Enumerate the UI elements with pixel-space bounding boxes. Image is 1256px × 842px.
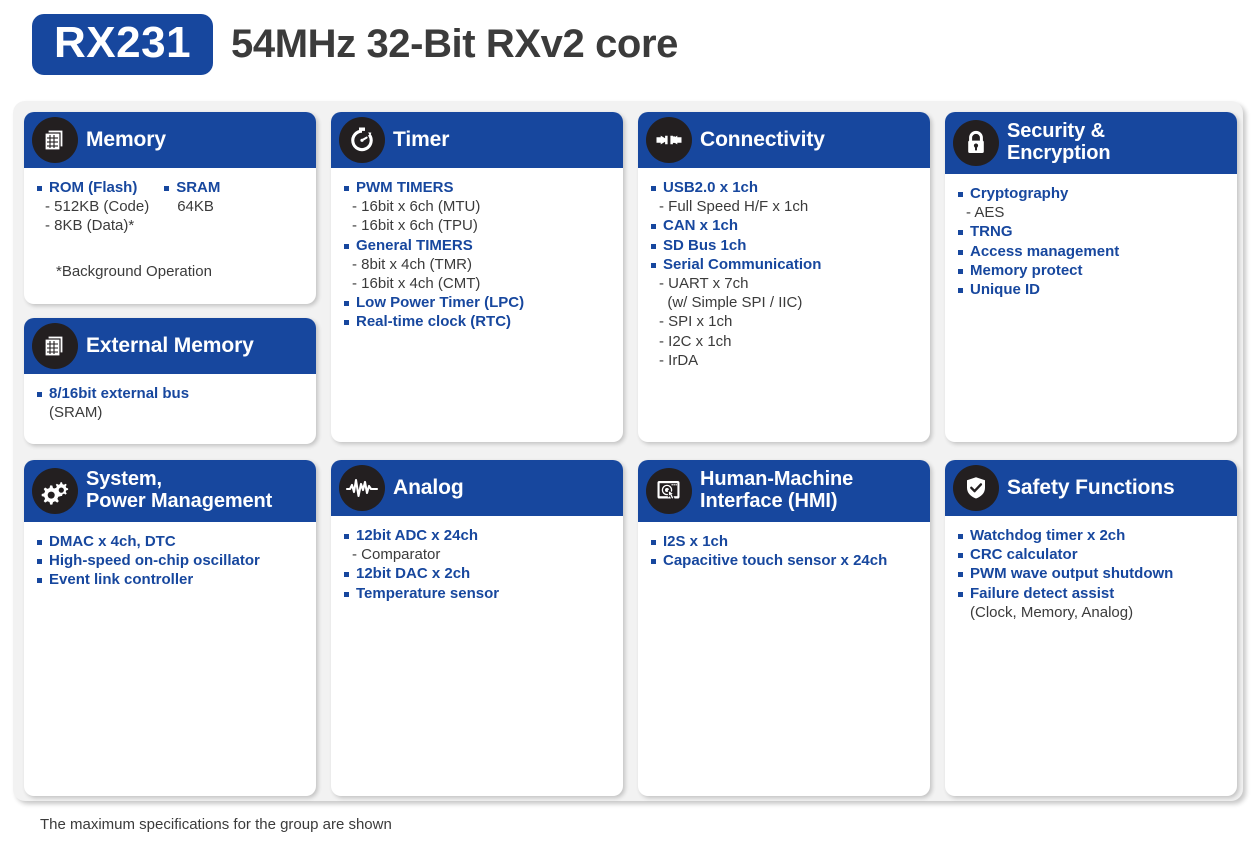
card-header: External Memory [24, 318, 316, 374]
spec-item: High-speed on-chip oscillator [36, 551, 304, 570]
spec-subitem: 64KB [177, 198, 214, 216]
card-body: 12bit ADC x 24ch - Comparator 12bit DAC … [331, 516, 623, 611]
plug-connector-icon [646, 117, 692, 163]
spec-item: PWM wave output shutdown [957, 564, 1225, 583]
touchscreen-hand-icon [646, 468, 692, 514]
memory-footnote: *Background Operation [56, 262, 212, 280]
spec-item: Unique ID [957, 280, 1225, 299]
spec-subitem: (w/ Simple SPI / IIC) [659, 294, 803, 312]
card-body: ROM (Flash) - 512KB (Code) - 8KB (Data)*… [24, 168, 316, 289]
spec-subitem: - Comparator [352, 546, 441, 564]
spec-item: Capacitive touch sensor x 24ch [650, 551, 918, 570]
card-body: PWM TIMERS - 16bit x 6ch (MTU) - 16bit x… [331, 168, 623, 340]
spec-subitem: - 16bit x 6ch (MTU) [352, 198, 481, 216]
card-body: I2S x 1ch Capacitive touch sensor x 24ch [638, 522, 930, 578]
card-title: Human-Machine Interface (HMI) [700, 468, 854, 512]
lock-icon [953, 120, 999, 166]
card-timer[interactable]: Timer PWM TIMERS - 16bit x 6ch (MTU) - 1… [331, 112, 623, 442]
card-title: External Memory [86, 333, 254, 357]
spec-item: Event link controller [36, 570, 304, 589]
card-title: Memory [86, 127, 166, 151]
footer-note: The maximum specifications for the group… [40, 816, 392, 833]
card-header: Security & Encryption [945, 112, 1237, 174]
card-header: Timer [331, 112, 623, 168]
spec-item: Watchdog timer x 2ch [957, 526, 1225, 545]
card-header: System, Power Management [24, 460, 316, 522]
page-title: 54MHz 32-Bit RXv2 core [231, 22, 678, 67]
spec-item: 12bit ADC x 24ch [343, 526, 611, 545]
card-title: Safety Functions [1007, 475, 1175, 499]
spec-item: TRNG [957, 222, 1225, 241]
card-external-memory[interactable]: External Memory 8/16bit external bus (SR… [24, 318, 316, 444]
card-title: System, Power Management [86, 468, 273, 512]
gears-icon [32, 468, 78, 514]
product-name-chip: RX231 [32, 14, 214, 76]
spec-item: CRC calculator [957, 545, 1225, 564]
spec-subitem: - UART x 7ch [659, 274, 749, 292]
spec-subitem: (Clock, Memory, Analog) [970, 603, 1134, 621]
spec-item: PWM TIMERS [343, 178, 611, 197]
card-body: 8/16bit external bus (SRAM) [24, 374, 316, 430]
card-memory[interactable]: Memory ROM (Flash) - 512KB (Code) - 8KB … [24, 112, 316, 304]
memory-chip-icon [32, 117, 78, 163]
spec-item: Temperature sensor [343, 584, 611, 603]
spec-item: General TIMERS [343, 236, 611, 255]
spec-item: USB2.0 x 1ch [650, 178, 918, 197]
spec-subitem: - AES [966, 204, 1005, 222]
card-title: Connectivity [700, 127, 825, 151]
spec-subitem: - 8KB (Data)* [45, 217, 135, 235]
spec-subitem: - SPI x 1ch [659, 313, 733, 331]
spec-subitem: (SRAM) [49, 404, 103, 422]
memory-column-sram: SRAM 64KB [163, 178, 220, 236]
card-header: Memory [24, 112, 316, 168]
card-header: Human-Machine Interface (HMI) [638, 460, 930, 522]
card-system-power-management[interactable]: System, Power Management DMAC x 4ch, DTC… [24, 460, 316, 796]
spec-item: DMAC x 4ch, DTC [36, 532, 304, 551]
card-body: Watchdog timer x 2ch CRC calculator PWM … [945, 516, 1237, 630]
spec-item: ROM (Flash) [36, 178, 149, 197]
spec-subitem: - 8bit x 4ch (TMR) [352, 255, 473, 273]
card-header: Safety Functions [945, 460, 1237, 516]
spec-subitem: - Full Speed H/F x 1ch [659, 198, 809, 216]
memory-column-rom: ROM (Flash) - 512KB (Code) - 8KB (Data)* [36, 178, 149, 236]
card-header: Connectivity [638, 112, 930, 168]
card-connectivity[interactable]: Connectivity USB2.0 x 1ch - Full Speed H… [638, 112, 930, 442]
spec-item: SRAM [163, 178, 220, 197]
card-header: Analog [331, 460, 623, 516]
spec-item: Low Power Timer (LPC) [343, 293, 611, 312]
spec-item: 12bit DAC x 2ch [343, 564, 611, 583]
spec-item: Cryptography [957, 184, 1225, 203]
spec-item: 8/16bit external bus [36, 384, 304, 403]
memory-chip-icon [32, 323, 78, 369]
spec-item: Failure detect assist [957, 584, 1225, 603]
card-title: Analog [393, 475, 464, 499]
spec-item: I2S x 1ch [650, 532, 918, 551]
card-security-encryption[interactable]: Security & Encryption Cryptography - AES… [945, 112, 1237, 442]
card-title: Timer [393, 127, 450, 151]
page-header: RX231 54MHz 32-Bit RXv2 core [32, 14, 678, 76]
card-safety-functions[interactable]: Safety Functions Watchdog timer x 2ch CR… [945, 460, 1237, 796]
spec-subitem: - 16bit x 6ch (TPU) [352, 217, 478, 235]
spec-item: SD Bus 1ch [650, 236, 918, 255]
card-body: USB2.0 x 1ch - Full Speed H/F x 1ch CAN … [638, 168, 930, 378]
card-body: DMAC x 4ch, DTC High-speed on-chip oscil… [24, 522, 316, 598]
waveform-icon [339, 465, 385, 511]
feature-card-grid: Memory ROM (Flash) - 512KB (Code) - 8KB … [24, 112, 1237, 796]
spec-item: Access management [957, 242, 1225, 261]
spec-subitem: - 16bit x 4ch (CMT) [352, 274, 481, 292]
spec-item: Serial Communication [650, 255, 918, 274]
spec-subitem: - I2C x 1ch [659, 332, 732, 350]
shield-check-icon [953, 465, 999, 511]
card-title: Security & Encryption [1007, 120, 1111, 164]
card-body: Cryptography - AES TRNG Access managemen… [945, 174, 1237, 307]
spec-item: Memory protect [957, 261, 1225, 280]
spec-item: CAN x 1ch [650, 216, 918, 235]
spec-subitem: - 512KB (Code) [45, 198, 150, 216]
spec-item: Real-time clock (RTC) [343, 312, 611, 331]
spec-subitem: - IrDA [659, 351, 699, 369]
card-human-machine-interface[interactable]: Human-Machine Interface (HMI) I2S x 1ch … [638, 460, 930, 796]
stopwatch-icon [339, 117, 385, 163]
card-analog[interactable]: Analog 12bit ADC x 24ch - Comparator 12b… [331, 460, 623, 796]
